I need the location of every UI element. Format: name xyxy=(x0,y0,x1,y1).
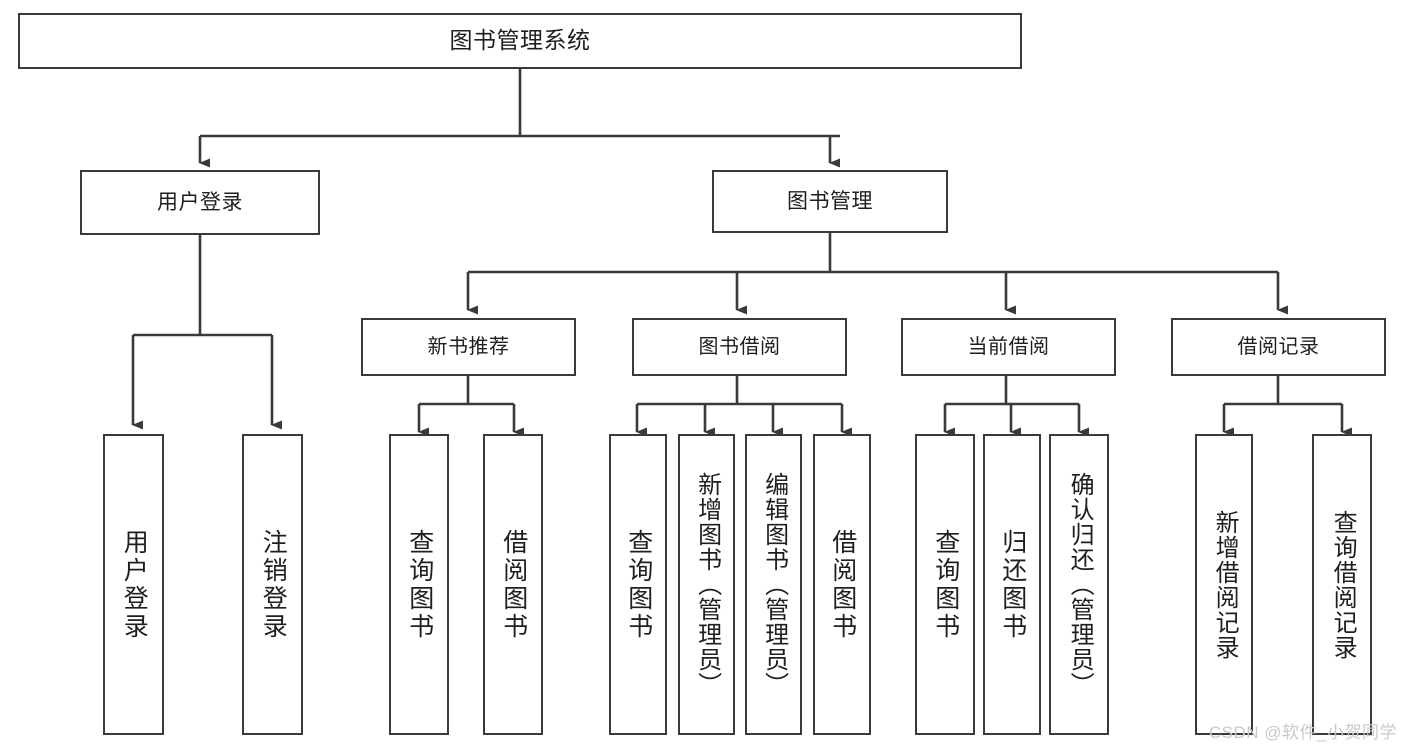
node-root[interactable]: 图书管理系统 xyxy=(18,13,1022,69)
node-book-borrow[interactable]: 图书借阅 xyxy=(632,318,847,376)
node-new-book-recommend-label: 新书推荐 xyxy=(427,335,510,358)
leaf-query-book-2-label: 查询图书 xyxy=(624,528,653,641)
leaf-borrow-book-1-label: 借阅图书 xyxy=(499,528,528,641)
leaf-query-book-1[interactable]: 查询图书 xyxy=(389,434,449,735)
leaf-confirm-return-label: 确认归还（管理员） xyxy=(1066,472,1094,697)
node-user-login-label: 用户登录 xyxy=(157,190,243,214)
leaf-user-login[interactable]: 用户登录 xyxy=(103,434,164,735)
node-root-label: 图书管理系统 xyxy=(449,27,591,54)
node-user-login[interactable]: 用户登录 xyxy=(80,170,320,235)
watermark: CSDN @软件_小贺同学 xyxy=(1208,723,1397,742)
leaf-user-login-label: 用户登录 xyxy=(120,528,149,641)
node-new-book-recommend[interactable]: 新书推荐 xyxy=(361,318,576,376)
leaf-edit-book-label: 编辑图书（管理员） xyxy=(760,472,788,697)
leaf-add-record[interactable]: 新增借阅记录 xyxy=(1195,434,1253,735)
leaf-borrow-book-2[interactable]: 借阅图书 xyxy=(813,434,871,735)
leaf-confirm-return[interactable]: 确认归还（管理员） xyxy=(1049,434,1109,735)
leaf-query-record-label: 查询借阅记录 xyxy=(1329,509,1357,660)
leaf-query-record[interactable]: 查询借阅记录 xyxy=(1312,434,1372,735)
leaf-return-book-label: 归还图书 xyxy=(998,528,1027,641)
node-book-borrow-label: 图书借阅 xyxy=(698,335,781,358)
leaf-query-book-2[interactable]: 查询图书 xyxy=(609,434,667,735)
leaf-return-book[interactable]: 归还图书 xyxy=(983,434,1041,735)
leaf-logout-login-label: 注销登录 xyxy=(259,528,288,641)
node-current-borrow-label: 当前借阅 xyxy=(967,335,1050,358)
node-borrow-record-label: 借阅记录 xyxy=(1237,335,1320,358)
leaf-add-record-label: 新增借阅记录 xyxy=(1211,509,1239,660)
leaf-query-book-1-label: 查询图书 xyxy=(405,528,434,641)
leaf-borrow-book-1[interactable]: 借阅图书 xyxy=(483,434,543,735)
leaf-query-book-3[interactable]: 查询图书 xyxy=(915,434,975,735)
node-book-manage-label: 图书管理 xyxy=(787,189,873,213)
leaf-add-book[interactable]: 新增图书（管理员） xyxy=(678,434,735,735)
node-current-borrow[interactable]: 当前借阅 xyxy=(901,318,1116,376)
leaf-borrow-book-2-label: 借阅图书 xyxy=(828,528,857,641)
leaf-query-book-3-label: 查询图书 xyxy=(931,528,960,641)
leaf-logout-login[interactable]: 注销登录 xyxy=(242,434,303,735)
node-book-manage[interactable]: 图书管理 xyxy=(712,170,948,233)
node-borrow-record[interactable]: 借阅记录 xyxy=(1171,318,1386,376)
leaf-edit-book[interactable]: 编辑图书（管理员） xyxy=(745,434,802,735)
leaf-add-book-label: 新增图书（管理员） xyxy=(693,472,721,697)
